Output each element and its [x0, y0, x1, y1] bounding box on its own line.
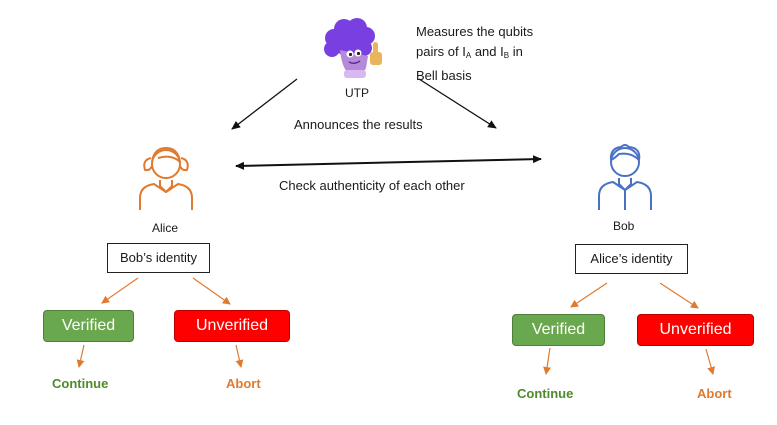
utp-to-alice-arrow [231, 78, 298, 130]
bob-unverified-to-abort-arrow [705, 348, 715, 375]
utp-measurement-note: Measures the qubits pairs of IA and IB i… [416, 22, 533, 86]
alice-to-unverified-arrow [192, 277, 231, 305]
bob-name: Bob [613, 219, 635, 233]
bob-verified-to-continue-arrow [543, 347, 552, 375]
alice-unverified-to-abort-arrow [235, 344, 244, 368]
alice-verified-button: Verified [43, 310, 134, 342]
alice-person-icon [139, 147, 193, 210]
alice-abort-label: Abort [226, 376, 261, 391]
utp-label: UTP [345, 86, 369, 100]
alice-verified-to-continue-arrow [76, 344, 85, 368]
note-line-2: pairs of IA and IB in [416, 44, 523, 60]
announce-results-label: Announces the results [294, 117, 423, 132]
alice-name: Alice [152, 221, 179, 235]
note-line-3: Bell basis [416, 68, 472, 83]
bob-to-unverified-arrow [659, 282, 699, 309]
authenticity-double-arrow [235, 155, 542, 170]
check-authenticity-label: Check authenticity of each other [279, 178, 465, 193]
utp-to-bob-arrow [418, 78, 497, 129]
bob-alice-identity-box: Alice’s identity [575, 244, 688, 274]
alice-bob-identity-box: Bob’s identity [107, 243, 210, 273]
bob-person-icon [598, 144, 652, 210]
note-line-1: Measures the qubits [416, 24, 534, 39]
alice-unverified-button: Unverified [174, 310, 290, 342]
bob-verified-button: Verified [512, 314, 605, 346]
bob-unverified-button: Unverified [637, 314, 754, 346]
bob-to-verified-arrow [570, 282, 608, 308]
bob-abort-label: Abort [697, 386, 732, 401]
alice-to-verified-arrow [101, 277, 139, 304]
bob-continue-label: Continue [517, 386, 574, 401]
utp-character-icon [324, 18, 382, 78]
alice-continue-label: Continue [52, 376, 109, 391]
